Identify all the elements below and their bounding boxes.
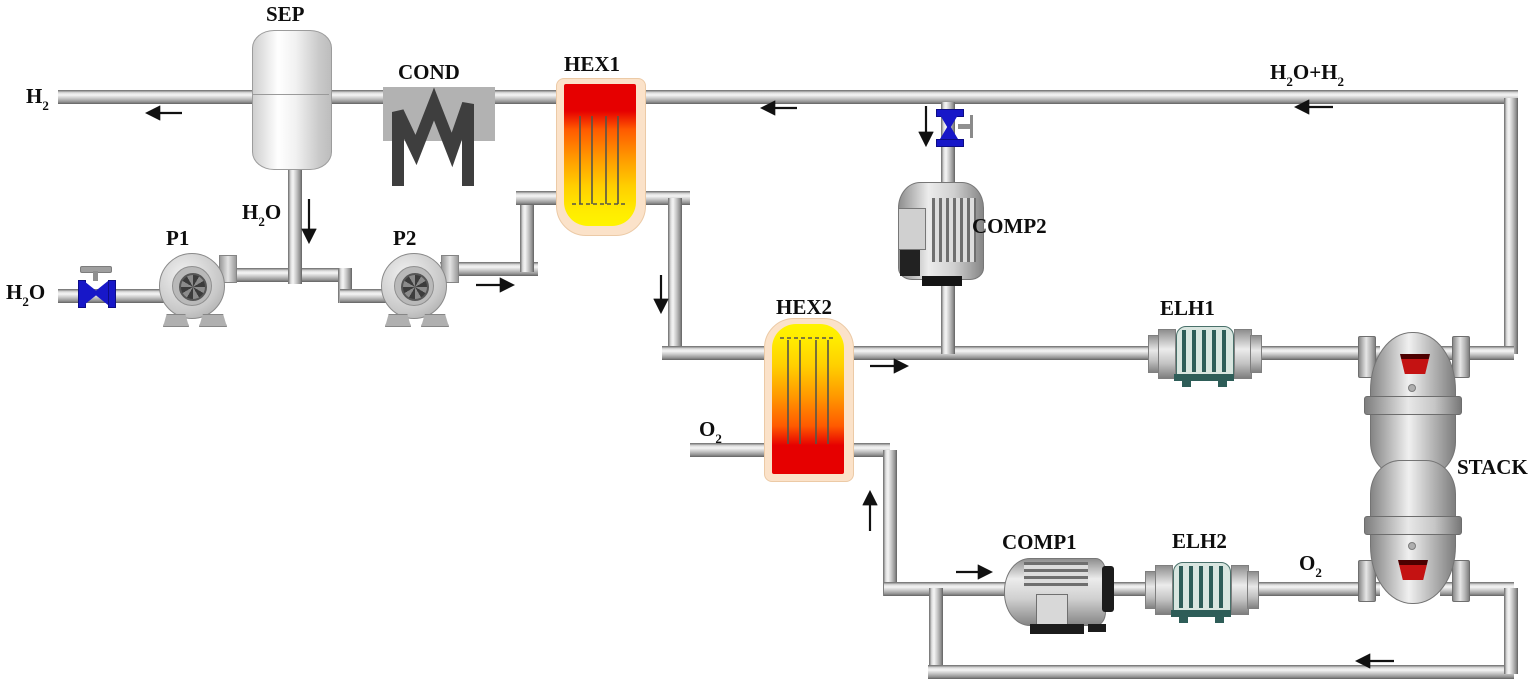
cond-body [383, 87, 495, 141]
p1-foot [163, 314, 189, 327]
label-h2-product: H2 [26, 84, 49, 114]
stack-nozzle-bottom-left [1358, 560, 1376, 602]
stack-vessel [1356, 328, 1522, 606]
hex2-core [772, 324, 844, 474]
label-hex1: HEX1 [564, 52, 621, 76]
elh1-foot [1218, 381, 1227, 387]
label-o2-recycle: O2 [1299, 551, 1322, 581]
stack-flange-band [1364, 516, 1462, 535]
stack-bolt [1408, 384, 1416, 392]
p2-foot [385, 314, 411, 327]
stack-nozzle-bottom-right [1452, 560, 1470, 602]
comp1-coupling [1102, 566, 1114, 612]
comp2-fins [932, 198, 976, 262]
comp2-valve-body [940, 115, 958, 139]
comp2-compressor [896, 176, 988, 292]
p1-impeller [179, 273, 207, 301]
p2-pump [379, 251, 463, 327]
label-comp2: COMP2 [972, 214, 1047, 238]
comp2-valve-flange [936, 139, 964, 147]
p2-foot [421, 314, 449, 327]
elh2-flange [1155, 565, 1173, 615]
elh2-fins [1179, 566, 1223, 608]
comp2-terminal [900, 250, 920, 276]
label-elh2: ELH2 [1172, 529, 1227, 553]
label-o2-vent: O2 [699, 417, 722, 447]
comp2-valve-stem [958, 124, 970, 129]
stack-bolt [1408, 542, 1416, 550]
comp1-fins [1024, 562, 1088, 590]
stack-flange-band [1364, 396, 1462, 415]
comp2-valve-handwheel [970, 115, 973, 138]
comp2-junction-box [898, 208, 926, 250]
pipe-o2-riser [883, 450, 897, 596]
comp1-compressor [1000, 554, 1120, 638]
comp2-valve [932, 108, 978, 148]
elh1-electric-heater [1146, 318, 1266, 388]
label-p2: P2 [393, 226, 417, 250]
stack-red-badge-bottom [1398, 560, 1428, 580]
label-elh1: ELH1 [1160, 296, 1215, 320]
label-cond: COND [398, 60, 460, 84]
pipe-p2-discharge [440, 262, 538, 276]
label-sep: SEP [266, 2, 305, 26]
pipe-right-riser-bottom [1504, 588, 1518, 674]
elh2-base [1171, 610, 1231, 617]
elh1-foot [1182, 381, 1191, 387]
elh2-foot [1215, 617, 1224, 623]
comp1-base [1088, 624, 1106, 632]
elh1-base [1174, 374, 1234, 381]
elh2-electric-heater [1143, 554, 1263, 624]
pipe-bottom-loop [928, 665, 1514, 679]
hex1-core [564, 84, 636, 226]
label-hex2: HEX2 [776, 295, 833, 319]
feed-valve-body [84, 281, 108, 305]
sep-shell [252, 30, 332, 170]
feed-valve [78, 266, 118, 308]
sep-seam-line [253, 94, 329, 95]
label-stack: STACK [1457, 455, 1528, 479]
pipe-comp1-line [884, 582, 1380, 596]
feed-valve-stem [93, 271, 98, 281]
pipe-hex1-riser [520, 197, 534, 272]
elh2-foot [1179, 617, 1188, 623]
label-h2o-h2-return: H2O+H2 [1270, 60, 1345, 90]
p2-impeller [401, 273, 429, 301]
pipe-sep-downcomer [288, 158, 302, 284]
pipe-right-riser-top [1504, 98, 1518, 354]
stack-nozzle-top-right [1452, 336, 1470, 378]
elh1-flange [1250, 335, 1262, 373]
stack-red-badge-top [1400, 354, 1430, 374]
stack-nozzle-top-left [1358, 336, 1376, 378]
label-comp1: COMP1 [1002, 530, 1077, 554]
elh2-flange [1247, 571, 1259, 609]
elh1-flange [1158, 329, 1176, 379]
elh1-fins [1182, 330, 1226, 372]
p1-foot [199, 314, 227, 327]
label-h2o-condensate: H2O [242, 200, 282, 230]
pipe-steam-downcomer [668, 198, 682, 354]
comp1-base [1030, 624, 1084, 634]
p1-pump [157, 251, 241, 327]
pipe-loop-branch [929, 588, 943, 674]
feed-valve-flange [108, 280, 116, 308]
label-p1: P1 [166, 226, 190, 250]
pipe-p1-discharge [218, 268, 350, 282]
label-h2o-feed: H2O [6, 280, 46, 310]
comp2-base [922, 276, 962, 286]
comp1-junction-box [1036, 594, 1068, 626]
